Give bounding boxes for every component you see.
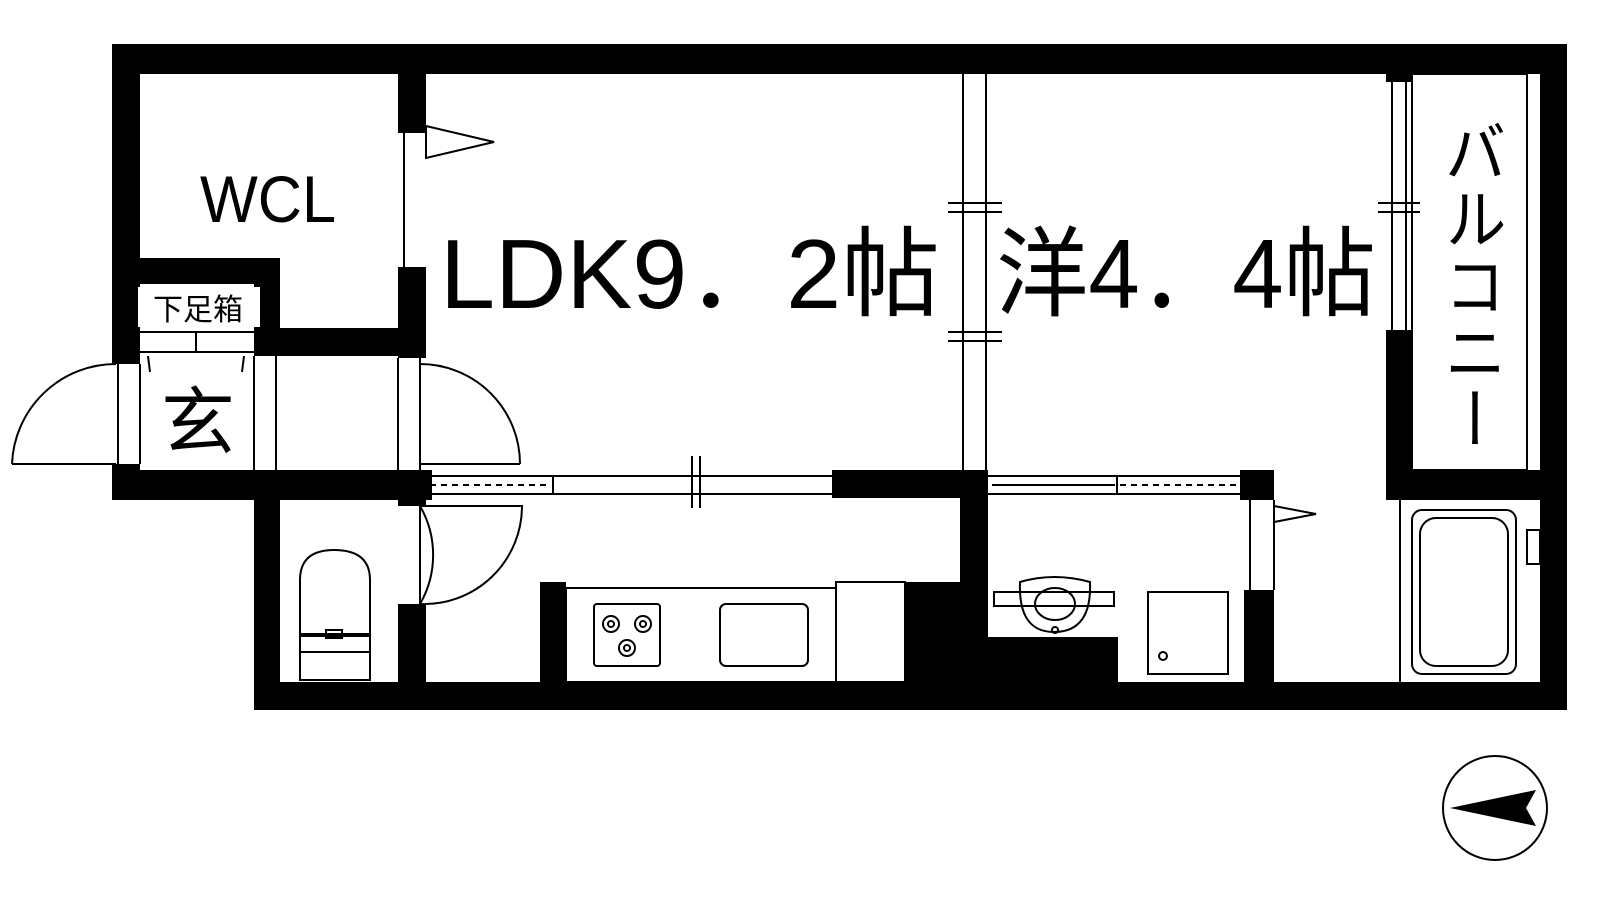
- shoe-box-label: 下足箱: [138, 287, 260, 328]
- toilet-icon: [299, 548, 371, 681]
- walls: [112, 44, 1567, 710]
- washing-machine-pan-icon: [1147, 591, 1229, 675]
- room-label-western: 洋4．4帖: [996, 219, 1376, 329]
- room-label-entrance: 玄: [161, 380, 235, 466]
- gas-stove-icon: [593, 603, 661, 667]
- washbasin-icon: [993, 576, 1115, 634]
- kitchen-counter: [565, 581, 906, 683]
- room-label-balcony: バルコニー: [1434, 118, 1507, 452]
- north-arrow-icon: [1442, 755, 1548, 861]
- room-label-shoe-box: 下足箱: [153, 293, 243, 328]
- door-swings: [11, 124, 1317, 608]
- room-label-wcl: WCL: [200, 162, 336, 236]
- thin-lines: [117, 73, 1541, 682]
- room-label-ldk: LDK9．2帖: [440, 219, 940, 329]
- bathtub-icon: [1411, 509, 1517, 675]
- kitchen-sink-icon: [719, 603, 809, 667]
